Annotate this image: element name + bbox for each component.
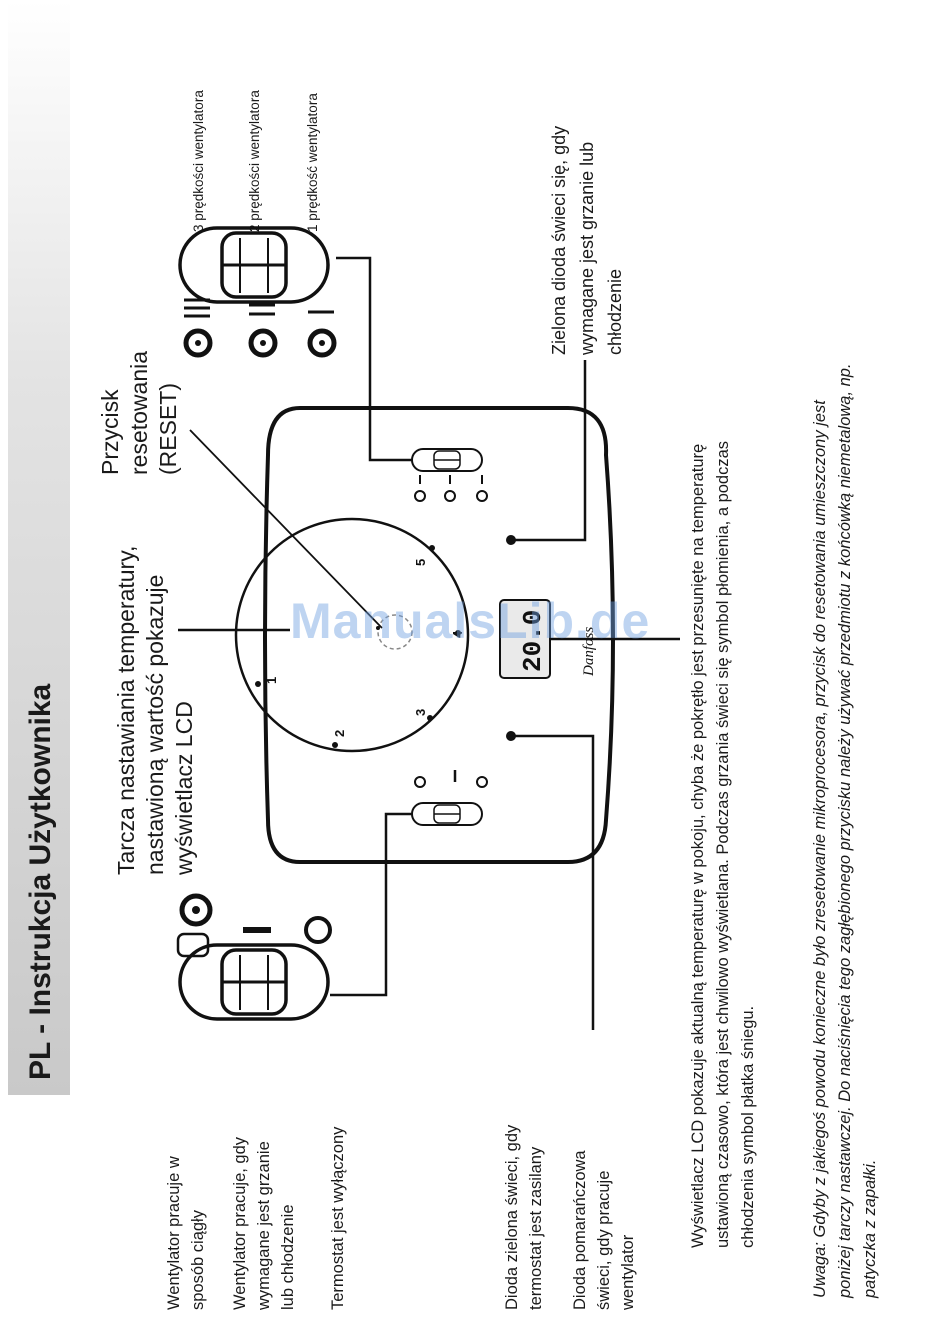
- dial-dot-3: [427, 715, 433, 721]
- brand-logo: Danfoss: [581, 627, 597, 677]
- temperature-dial: [234, 517, 470, 753]
- dial-numbers: 1 2 3 4 5: [264, 559, 465, 737]
- fan-speed-2-icon: [248, 328, 278, 358]
- leader-green-led: [515, 360, 587, 542]
- dial-dot-4: [455, 630, 461, 636]
- dial-tick: [376, 626, 380, 630]
- green-led-heat-cool: [506, 535, 516, 545]
- leader-reset: [189, 429, 383, 629]
- lcd-value: 20.0: [518, 610, 548, 672]
- hand-icon: [176, 932, 210, 958]
- fan-icon: [179, 893, 213, 927]
- dial-dot-2: [332, 742, 338, 748]
- dial-number: 5: [413, 559, 428, 566]
- header-bar: [8, 0, 70, 1095]
- small-fan-icon: [414, 490, 426, 502]
- power-led: [506, 731, 516, 741]
- dial-dot-1: [255, 681, 261, 687]
- small-fan-icon: [444, 490, 456, 502]
- small-fan-icon: [414, 776, 426, 788]
- watermark: ManualsLib.de: [290, 593, 651, 649]
- fan-speed-1-icon: [307, 328, 337, 358]
- dial-number: 1: [264, 677, 279, 684]
- dial-dot-5: [429, 545, 435, 551]
- fan-speed-3-icon: [183, 328, 213, 358]
- leader-fan-speed-switch: [336, 256, 412, 462]
- mode-switch-large: [178, 943, 330, 1021]
- dial-number: 2: [332, 730, 347, 737]
- reset-button: [377, 614, 413, 650]
- small-fan-icon: [476, 490, 488, 502]
- dial-number: 4: [450, 630, 465, 638]
- dial-number: 3: [413, 709, 428, 716]
- off-symbol: [304, 916, 332, 944]
- fan-speed-switch-large: [178, 226, 330, 304]
- thermostat-housing: [263, 406, 615, 864]
- leader-power-led: [515, 734, 595, 1030]
- leader-mode-switch: [330, 812, 412, 997]
